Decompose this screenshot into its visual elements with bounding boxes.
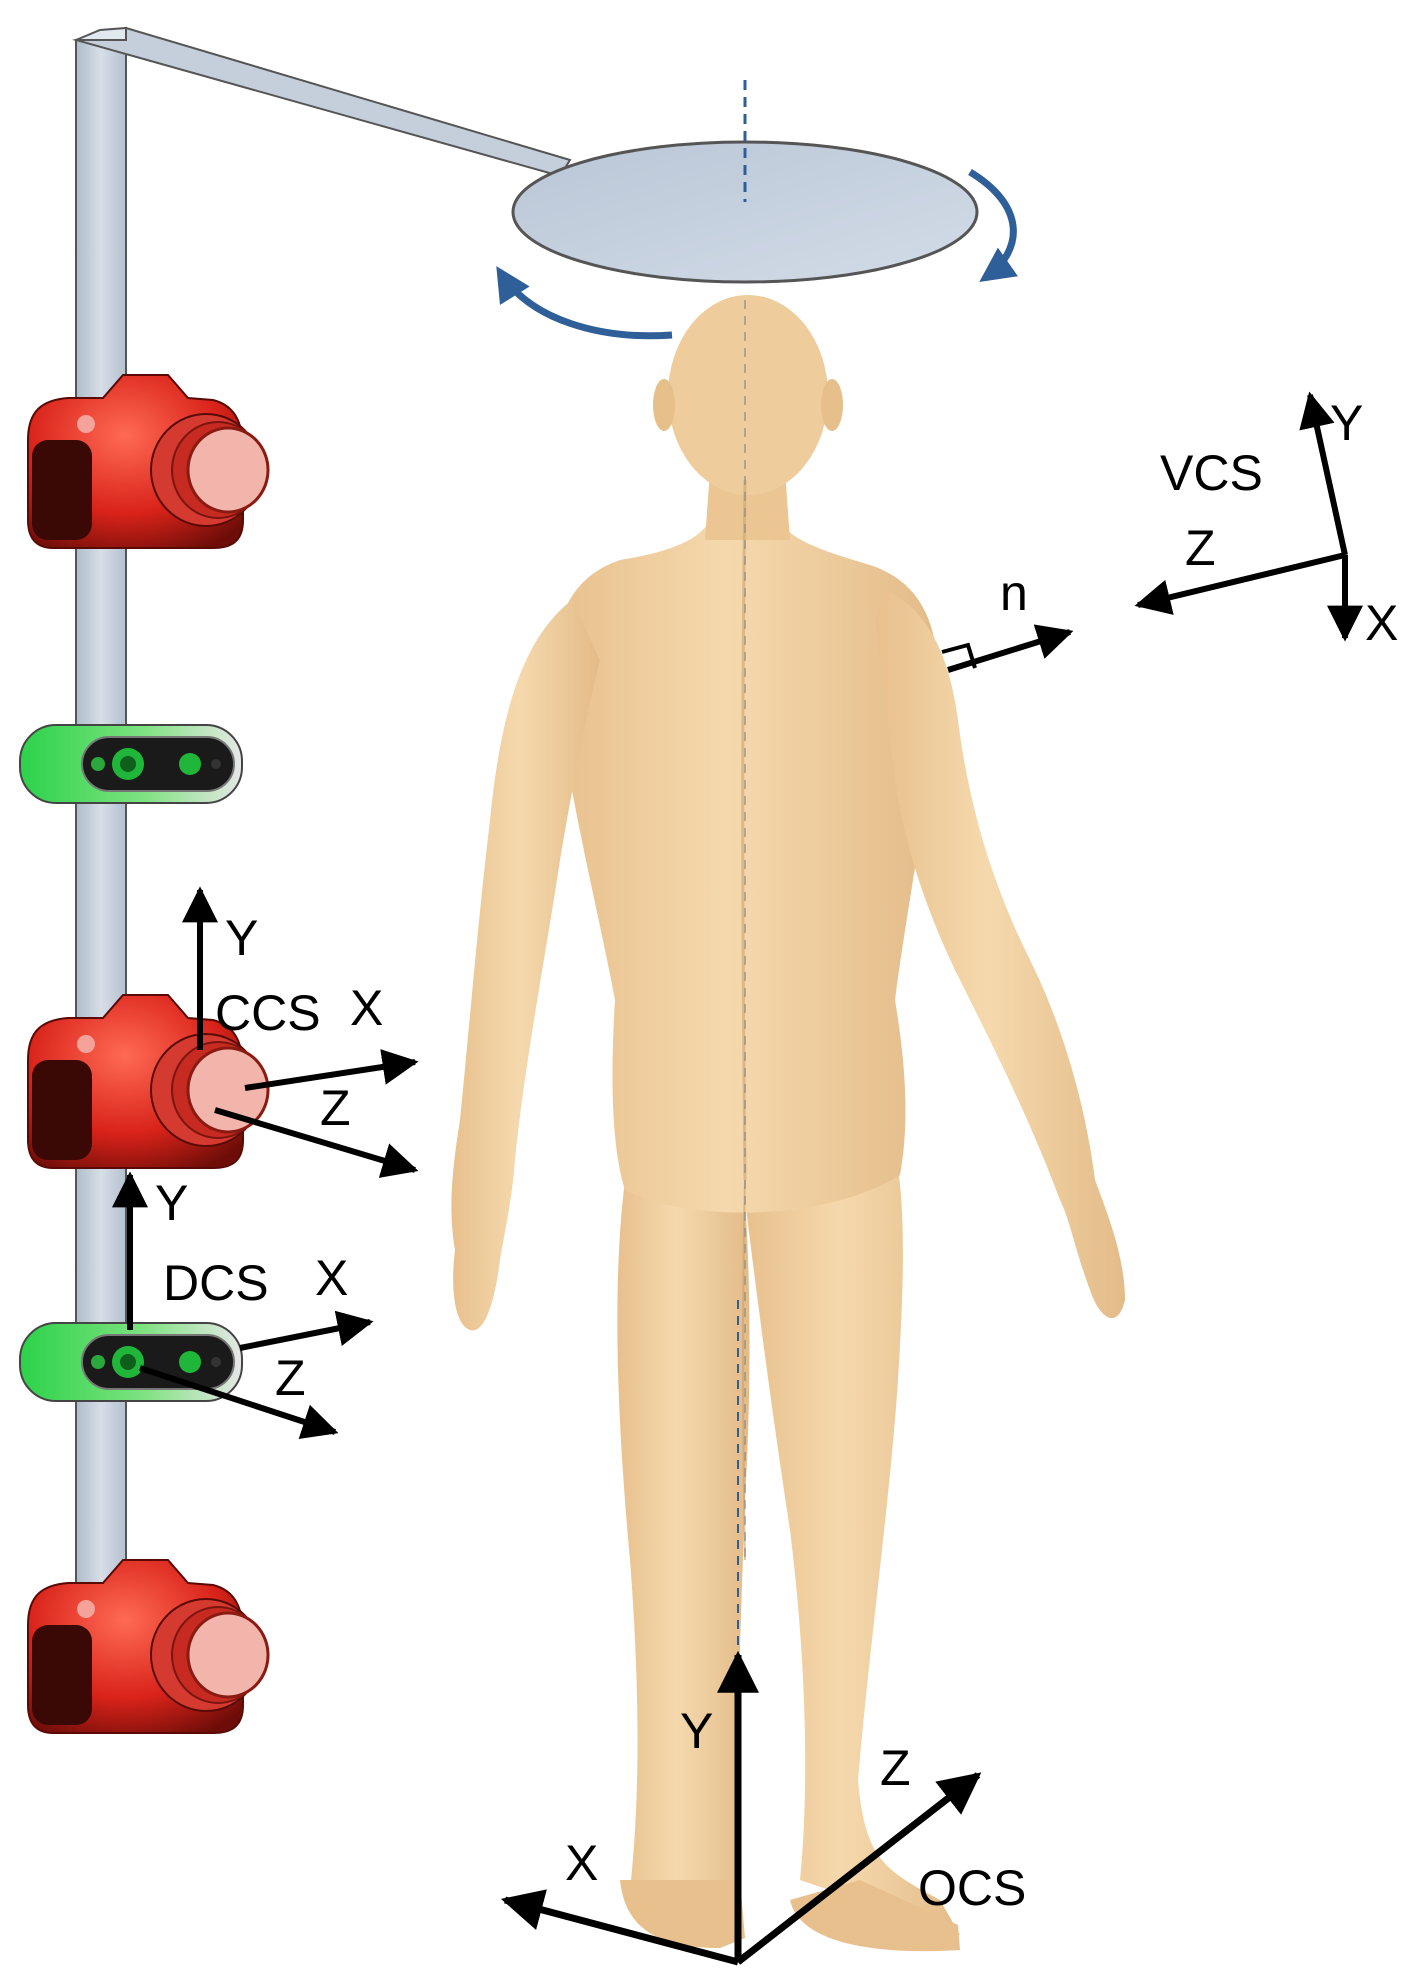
ccs-y-label: Y bbox=[225, 910, 258, 966]
surface-normal bbox=[941, 624, 1074, 673]
ccs-x-label: X bbox=[350, 980, 383, 1036]
vcs-z-label: Z bbox=[1185, 520, 1216, 576]
dcs-z-label: Z bbox=[275, 1350, 306, 1406]
ocs-y-label: Y bbox=[680, 1703, 713, 1759]
depth-sensor-icon bbox=[19, 724, 243, 804]
rotation-arrow-icon bbox=[496, 266, 673, 340]
human-figure bbox=[451, 295, 1125, 1952]
dcs-name-label: DCS bbox=[163, 1255, 269, 1311]
ccs-name-label: CCS bbox=[215, 985, 321, 1041]
vcs-y-label: Y bbox=[1330, 395, 1363, 451]
normal-label: n bbox=[1000, 565, 1028, 621]
ocs-axes bbox=[500, 1650, 982, 1966]
camera-icon bbox=[27, 1559, 270, 1734]
ocs-z-label: Z bbox=[880, 1740, 911, 1796]
turntable bbox=[511, 140, 979, 284]
camera-icon bbox=[27, 994, 270, 1169]
dcs-axes bbox=[112, 1171, 374, 1439]
ocs-x-label: X bbox=[565, 1835, 598, 1891]
vcs-x-label: X bbox=[1365, 595, 1398, 651]
rotation-arrow-icon bbox=[968, 168, 1018, 283]
vcs-name-label: VCS bbox=[1160, 445, 1263, 501]
ccs-axes bbox=[182, 886, 419, 1178]
ccs-z-label: Z bbox=[320, 1080, 351, 1136]
dcs-x-label: X bbox=[315, 1250, 348, 1306]
ocs-name-label: OCS bbox=[918, 1860, 1026, 1916]
vcs-axes bbox=[1134, 391, 1363, 642]
camera-icon bbox=[27, 374, 270, 549]
dcs-y-label: Y bbox=[155, 1175, 188, 1231]
